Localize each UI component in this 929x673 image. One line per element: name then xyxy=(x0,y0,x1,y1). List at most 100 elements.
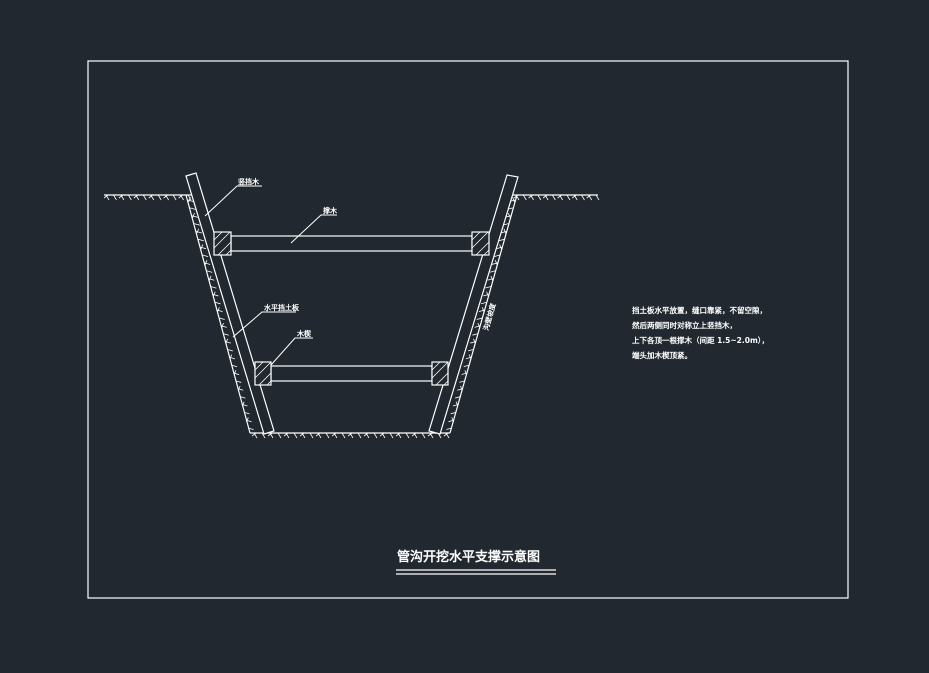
label-wedge: 木楔 xyxy=(296,329,311,338)
hatch-mark xyxy=(542,194,548,199)
hatch-mark xyxy=(128,194,132,201)
hatch-mark xyxy=(595,194,600,201)
hatch-mark xyxy=(118,194,124,199)
hatch-mark xyxy=(486,291,489,297)
hatch-mark xyxy=(217,307,220,313)
hatch-mark xyxy=(227,348,234,352)
hatch-mark xyxy=(357,432,362,439)
vertical-timber-right xyxy=(428,174,519,435)
hatch-mark xyxy=(421,432,426,439)
hatch-mark xyxy=(206,270,213,273)
hatch-mark xyxy=(233,370,237,376)
wall-hatch-left xyxy=(187,197,254,430)
hatch-mark xyxy=(489,270,496,273)
note-line: 然后两侧同时对称立上竖挡木， xyxy=(632,320,737,330)
ground-hatch-left xyxy=(103,194,192,201)
hatch-mark xyxy=(537,194,542,201)
hatch-mark xyxy=(512,197,515,203)
hatch-mark xyxy=(221,322,224,328)
hatch-mark xyxy=(202,254,209,258)
hatch-mark xyxy=(208,275,212,281)
wedge-lower-right xyxy=(431,361,449,386)
trench-wall-right xyxy=(449,194,518,434)
hatch-mark xyxy=(178,194,183,199)
hatch-mark xyxy=(473,338,476,344)
hatch-mark xyxy=(481,307,485,313)
leader-strut xyxy=(290,214,337,244)
label-slope: 沟壁坡度 xyxy=(481,301,498,331)
hatch-mark xyxy=(251,432,257,437)
hatch-mark xyxy=(503,228,507,234)
hatch-mark xyxy=(494,254,500,257)
hatch-mark xyxy=(490,275,494,281)
wedge-upper-right xyxy=(471,231,490,256)
hatch-mark xyxy=(347,432,353,437)
hatch-mark xyxy=(231,364,238,368)
hatch-mark xyxy=(210,286,217,289)
hatch-mark xyxy=(189,207,196,210)
hatch-mark xyxy=(261,432,266,439)
hatch-mark xyxy=(315,432,321,437)
hatch-mark xyxy=(194,223,200,226)
hatch-mark xyxy=(467,348,474,352)
hatch-mark xyxy=(187,194,192,201)
hatch-mark xyxy=(212,291,216,297)
hatch-mark xyxy=(446,427,453,430)
hatch-mark xyxy=(411,432,417,437)
hatch-mark xyxy=(477,322,481,328)
hatch-mark xyxy=(267,432,273,437)
hatch-mark xyxy=(157,194,162,201)
hatch-mark xyxy=(133,194,139,199)
hatch-mark xyxy=(451,417,455,423)
wall-hatch-right xyxy=(446,197,516,430)
hatch-mark xyxy=(325,432,330,439)
hatch-mark xyxy=(522,194,527,201)
hatch-mark xyxy=(172,194,177,201)
hatch-mark xyxy=(200,244,204,250)
hatch-mark xyxy=(494,260,498,265)
hatch-mark xyxy=(485,286,492,289)
hatch-mark xyxy=(223,333,229,336)
hatch-mark xyxy=(571,194,577,199)
hatch-mark xyxy=(557,194,562,199)
hatch-mark xyxy=(309,432,314,439)
hatch-mark xyxy=(405,432,410,439)
hatch-mark xyxy=(331,432,337,437)
ground-hatch-right xyxy=(513,194,600,201)
hatch-mark xyxy=(214,301,221,305)
hatch-mark xyxy=(283,432,289,437)
drawing-border xyxy=(87,60,849,599)
leader-horizontal-board xyxy=(232,311,296,338)
hatch-mark xyxy=(499,244,502,250)
hatch-mark xyxy=(299,432,305,437)
hatch-mark xyxy=(341,432,346,439)
hatch-mark xyxy=(163,194,168,199)
hatch-mark xyxy=(373,432,378,439)
hatch-mark xyxy=(103,194,109,199)
hatch-mark xyxy=(241,401,245,407)
leader-wedge xyxy=(270,337,313,366)
hatch-mark xyxy=(246,417,249,423)
hatch-mark xyxy=(581,194,585,201)
hatch-mark xyxy=(389,432,394,439)
hatch-mark xyxy=(188,197,191,203)
wedge-lower-left xyxy=(254,361,272,386)
drawing-title: 管沟开挖水平支撑示意图 xyxy=(397,549,540,565)
hatch-mark xyxy=(528,194,533,199)
note-line: 端头加木楔顶紧。 xyxy=(632,350,692,360)
note-line: 上下各顶一根撑木（间距 1.5~2.0m）， xyxy=(632,335,769,345)
hatch-mark xyxy=(552,194,556,201)
hatch-mark xyxy=(237,385,241,391)
hatch-mark xyxy=(218,317,225,320)
hatch-mark xyxy=(468,354,472,360)
hatch-mark xyxy=(450,411,457,415)
bottom-hatch xyxy=(251,432,450,439)
hatch-mark xyxy=(427,432,433,437)
hatch-mark xyxy=(443,432,449,437)
label-vertical-timber: 竖挡木 xyxy=(238,177,260,186)
hatch-mark xyxy=(239,396,246,399)
hatch-mark xyxy=(395,432,401,437)
hatch-mark xyxy=(472,333,479,336)
note-line: 挡土板水平放置，缝口靠紧，不留空隙， xyxy=(632,305,767,315)
